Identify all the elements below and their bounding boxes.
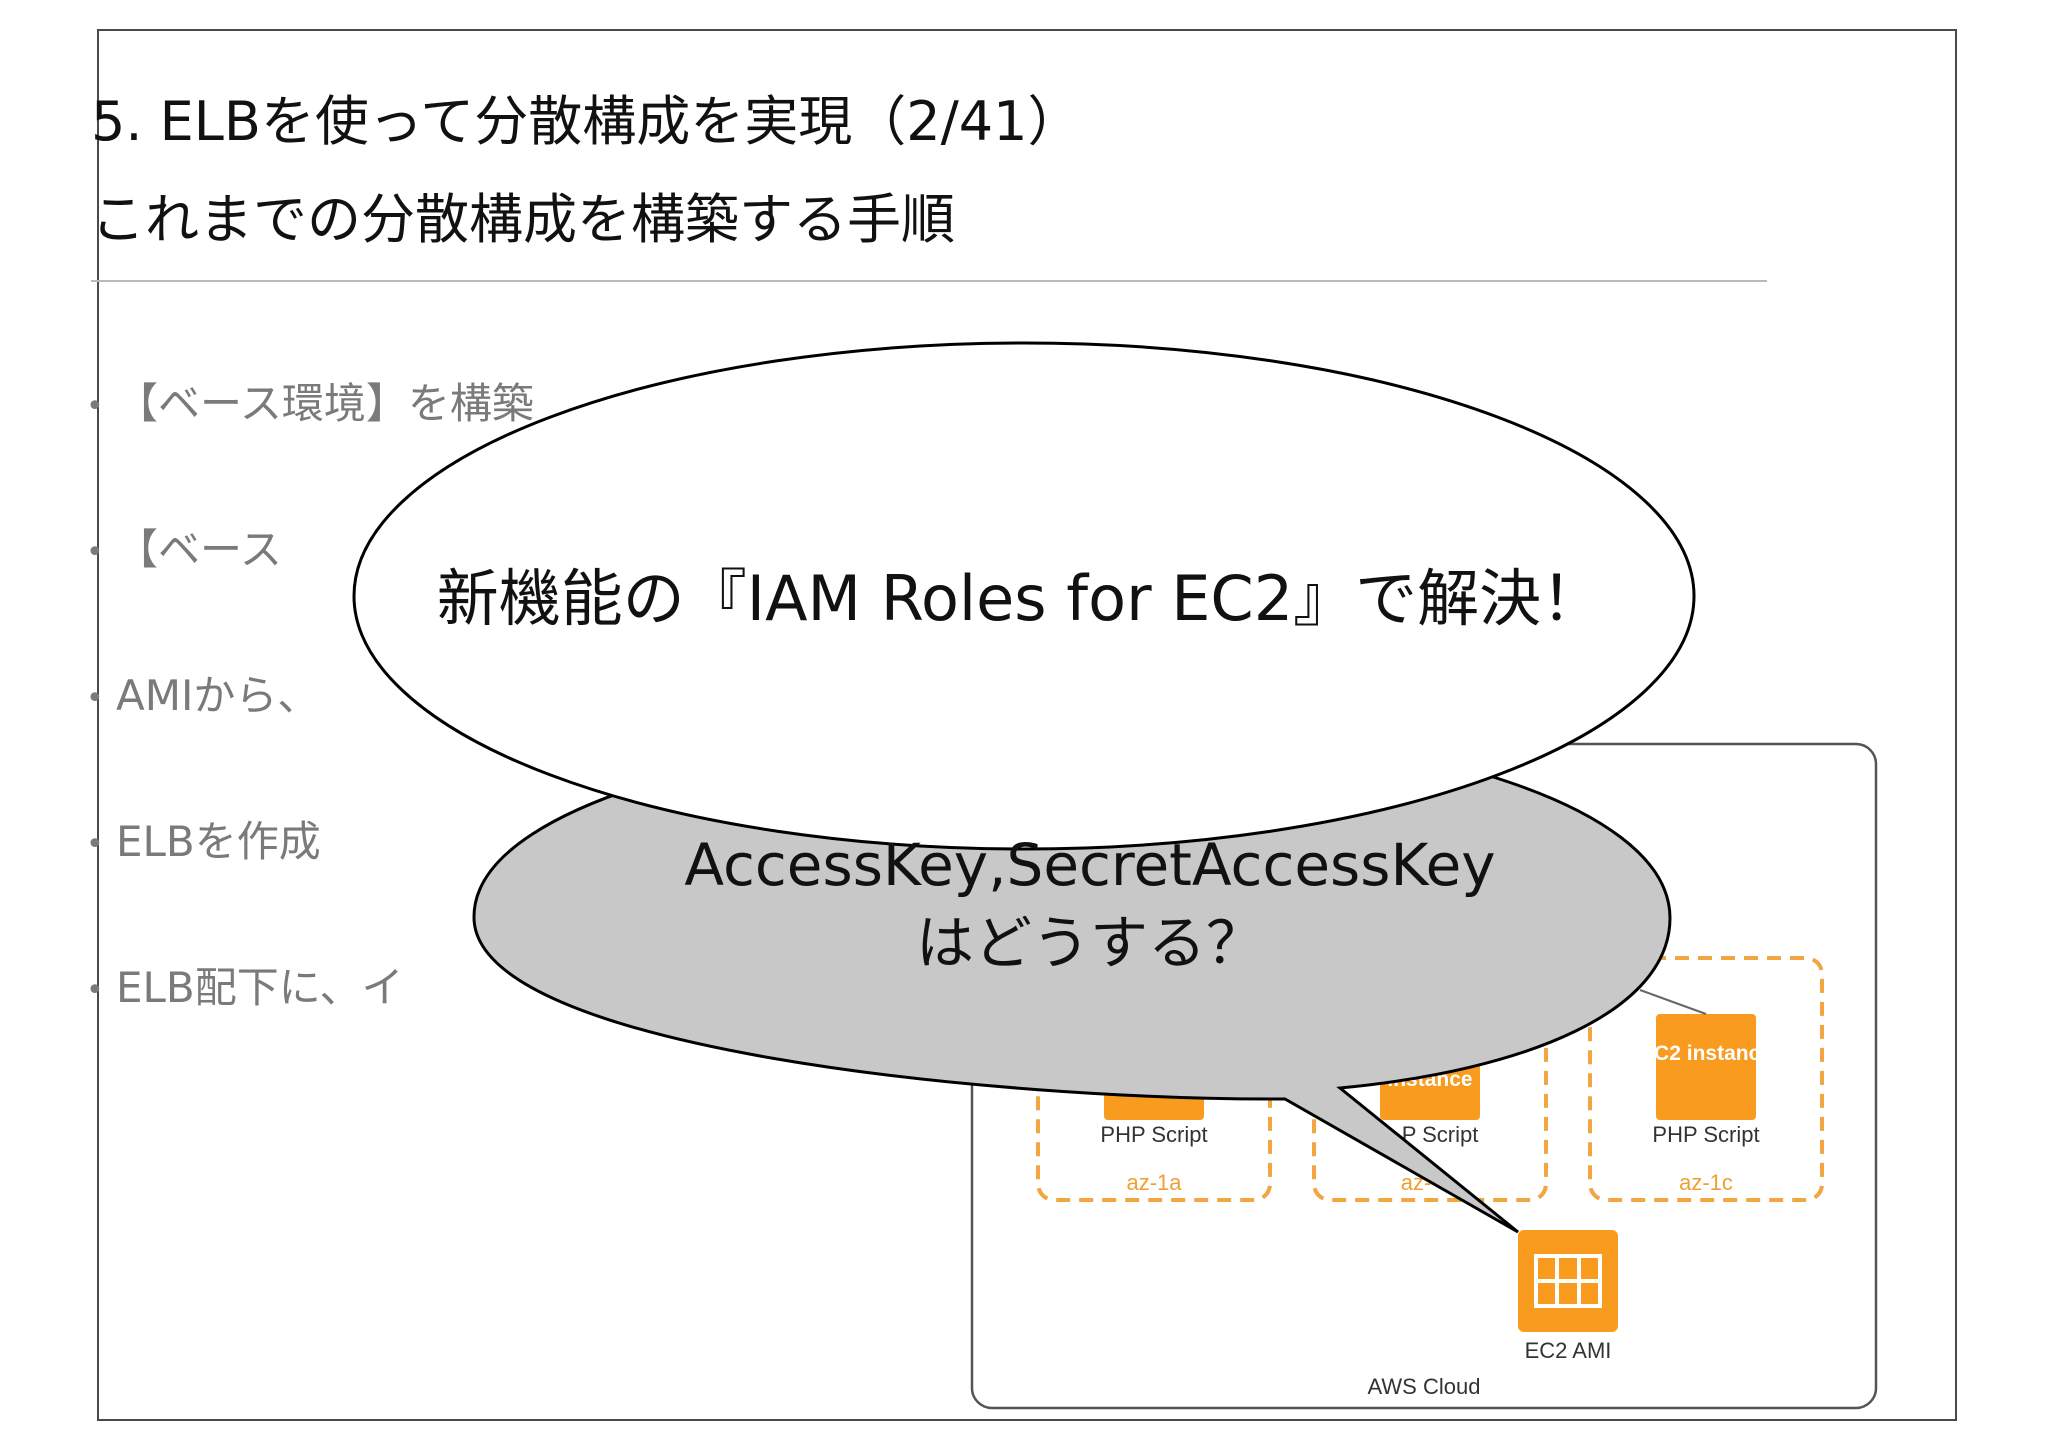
bullet-marker: •	[86, 827, 104, 862]
aws-cloud-label: AWS Cloud	[1368, 1374, 1481, 1399]
bullet-marker: •	[86, 389, 104, 424]
bullet-marker: •	[86, 681, 104, 716]
ami-grid-icon	[1534, 1254, 1602, 1308]
question-line-1: AccessKey,SecretAccessKey	[684, 831, 1496, 899]
bullet-text: 【ベース	[116, 525, 282, 574]
bullet-item-3: • AMIから、	[86, 662, 319, 723]
bullet-text: 【ベース環境】を構築	[116, 379, 534, 428]
zone-label-1c: az-1c	[1679, 1170, 1733, 1195]
slide-title: 5. ELBを使って分散構成を実現（2/41）	[91, 90, 1082, 153]
question-line-2: はどうする？	[915, 909, 1264, 977]
connector-line	[1639, 989, 1707, 1015]
zone-label-1a: az-1a	[1126, 1170, 1182, 1195]
php-script-label-1c: PHP Script	[1652, 1122, 1759, 1147]
bullet-text: ELB配下に、イ	[116, 963, 404, 1012]
question-callout-text: AccessKey,SecretAccessKey はどうする？	[544, 826, 1636, 982]
bullet-item-5: • ELB配下に、イ	[86, 954, 404, 1015]
bullet-text: ELBを作成	[116, 817, 321, 866]
ec2-instance-icon-1c	[1656, 1014, 1756, 1120]
zone-box-1c	[1588, 956, 1824, 1202]
bullet-item-2: • 【ベース	[86, 516, 282, 577]
slide-subtitle: これまでの分散構成を構築する手順	[91, 188, 955, 251]
php-script-label-1a: PHP Script	[1100, 1122, 1207, 1147]
bullet-marker: •	[86, 535, 104, 570]
bullet-marker: •	[86, 973, 104, 1008]
answer-speech-bubble	[352, 341, 1696, 851]
bullet-item-4: • ELBを作成	[86, 808, 321, 869]
bullet-text: AMIから、	[116, 671, 320, 720]
title-divider	[91, 280, 1767, 282]
answer-callout-text: 新機能の『IAM Roles for EC2』で解決！	[436, 562, 1604, 635]
instance-label-1c: EC2 instance	[1640, 1042, 1772, 1065]
ec2-ami-label: EC2 AMI	[1525, 1338, 1612, 1363]
php-script-label-1b: P Script	[1402, 1122, 1479, 1147]
bullet-item-1: • 【ベース環境】を構築	[86, 370, 534, 431]
